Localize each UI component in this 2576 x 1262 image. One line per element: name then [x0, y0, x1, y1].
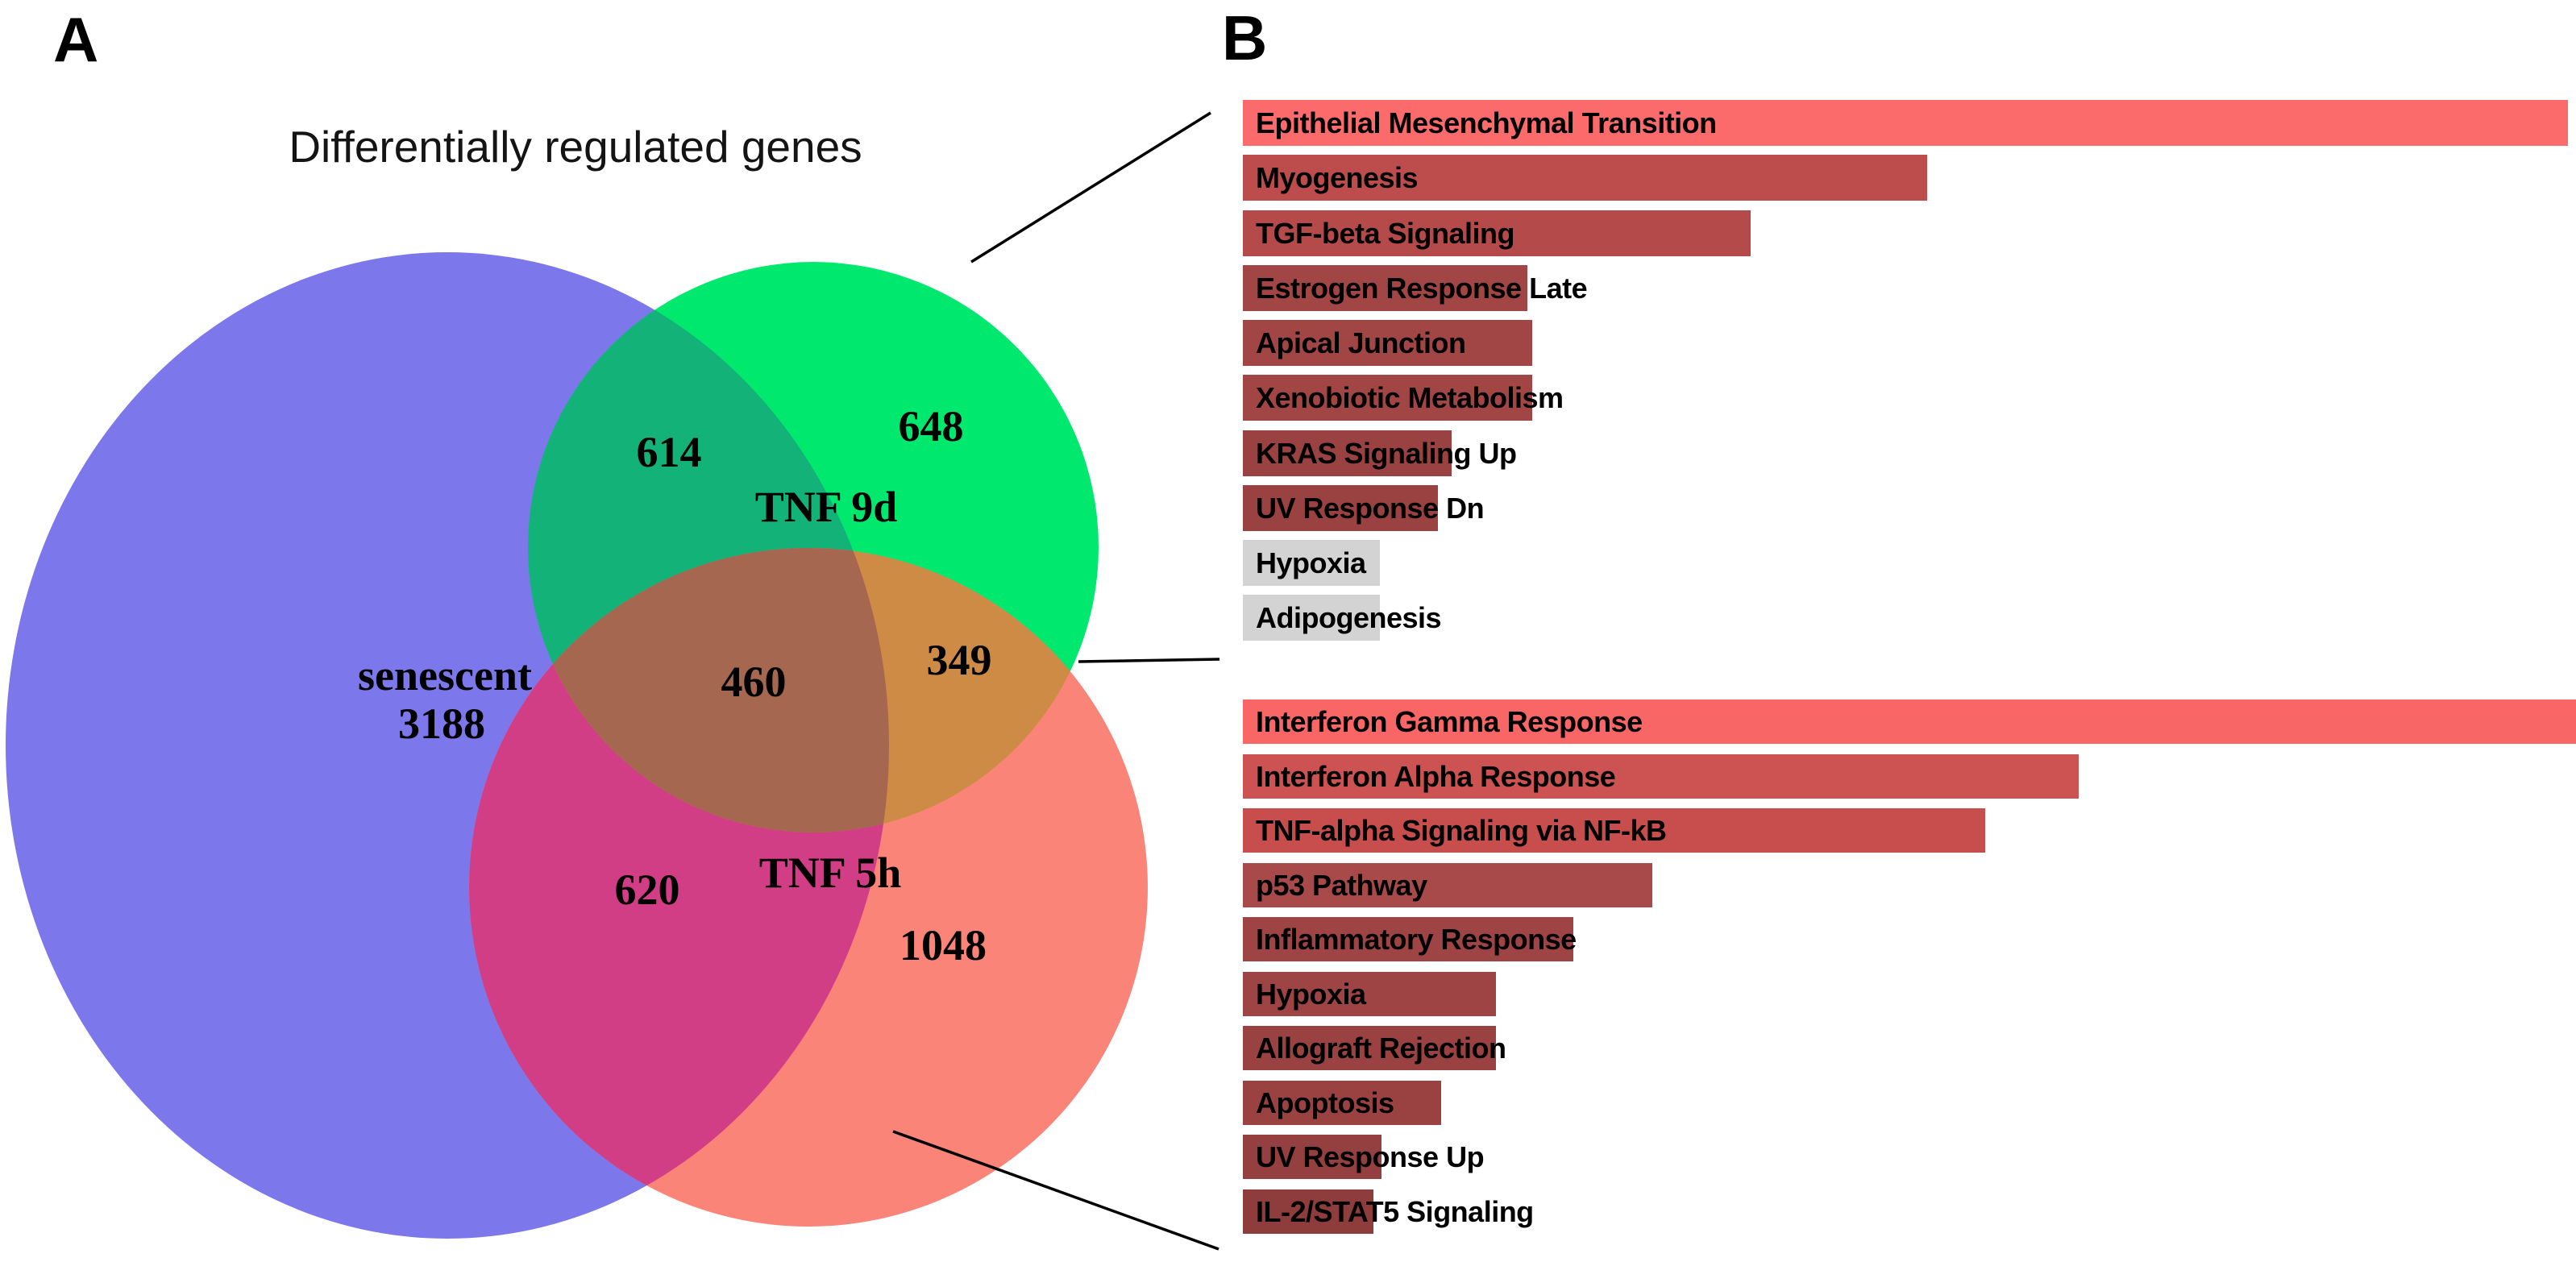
- venn-label-set1-name: senescent: [358, 651, 532, 699]
- venn-title: Differentially regulated genes: [289, 122, 862, 172]
- bar-label: Apoptosis: [1256, 1086, 1394, 1119]
- bar-label: KRAS Signaling Up: [1256, 437, 1517, 470]
- bar-row: UV Response Up: [1243, 1135, 1485, 1179]
- bar-row: Inflammatory Response: [1243, 917, 1577, 961]
- venn-label-overlap-2-3: 349: [927, 636, 992, 684]
- bar-label: Allograft Rejection: [1256, 1032, 1506, 1065]
- connector-line-bottom: [892, 1130, 1219, 1251]
- bar-row: Myogenesis: [1243, 155, 1927, 201]
- venn-label-set3-name: TNF 5h: [759, 849, 902, 897]
- panel-b-label: B: [1222, 2, 1268, 73]
- bar-row: Hypoxia: [1243, 540, 1380, 586]
- bar-label: Apical Junction: [1256, 326, 1466, 359]
- bar-label: Hypoxia: [1256, 978, 1366, 1011]
- venn-label-set3-count: 1048: [900, 921, 987, 969]
- bar-row: Epithelial Mesenchymal Transition: [1243, 100, 2568, 146]
- connector-line-top: [970, 111, 1211, 264]
- venn-label-overlap-all: 460: [721, 658, 787, 706]
- bar-label: IL-2/STAT5 Signaling: [1256, 1195, 1534, 1228]
- bar-label: Interferon Gamma Response: [1256, 705, 1643, 738]
- bar-label: Hypoxia: [1256, 546, 1366, 579]
- bar-row: UV Response Dn: [1243, 485, 1485, 531]
- venn-label-set2-count: 648: [899, 402, 964, 450]
- venn-label-overlap-1-2: 614: [637, 428, 702, 476]
- bar-row: Hypoxia: [1243, 972, 1496, 1016]
- bar-label: Estrogen Response Late: [1256, 272, 1588, 305]
- venn-label-set2-name: TNF 9d: [755, 483, 898, 531]
- bar-label: p53 Pathway: [1256, 869, 1427, 902]
- bar-row: Apical Junction: [1243, 320, 1532, 366]
- venn-label-overlap-1-3: 620: [615, 866, 680, 914]
- bar-row: TNF-alpha Signaling via NF-kB: [1243, 808, 1985, 853]
- bar-label: Interferon Alpha Response: [1256, 760, 1616, 793]
- bar-row: Adipogenesis: [1243, 595, 1442, 641]
- bar-row: p53 Pathway: [1243, 863, 1652, 907]
- venn-overlap-all: [528, 548, 889, 832]
- bar-label: Myogenesis: [1256, 161, 1419, 194]
- bar-label: Adipogenesis: [1256, 601, 1442, 634]
- connector-line-middle: [1078, 658, 1220, 663]
- bar-row: Apoptosis: [1243, 1081, 1441, 1125]
- bar-row: Interferon Gamma Response: [1243, 699, 2576, 744]
- bar-row: KRAS Signaling Up: [1243, 430, 1517, 476]
- bar-label: TGF-beta Signaling: [1256, 217, 1515, 250]
- bar-label: UV Response Up: [1256, 1140, 1485, 1173]
- bar-row: Allograft Rejection: [1243, 1026, 1506, 1070]
- bar-label: UV Response Dn: [1256, 492, 1485, 525]
- venn-label-set1-count: 3188: [398, 699, 485, 748]
- bar-label: TNF-alpha Signaling via NF-kB: [1256, 814, 1667, 847]
- bar-label: Xenobiotic Metabolism: [1256, 381, 1564, 414]
- bar-row: Xenobiotic Metabolism: [1243, 375, 1564, 421]
- bar-label: Inflammatory Response: [1256, 923, 1577, 956]
- bar-row: Estrogen Response Late: [1243, 265, 1588, 311]
- bar-label: Epithelial Mesenchymal Transition: [1256, 106, 1717, 139]
- bar-row: IL-2/STAT5 Signaling: [1243, 1189, 1534, 1234]
- panel-a-label: A: [53, 4, 99, 75]
- bar-row: Interferon Alpha Response: [1243, 754, 2079, 799]
- bar-row: TGF-beta Signaling: [1243, 210, 1751, 256]
